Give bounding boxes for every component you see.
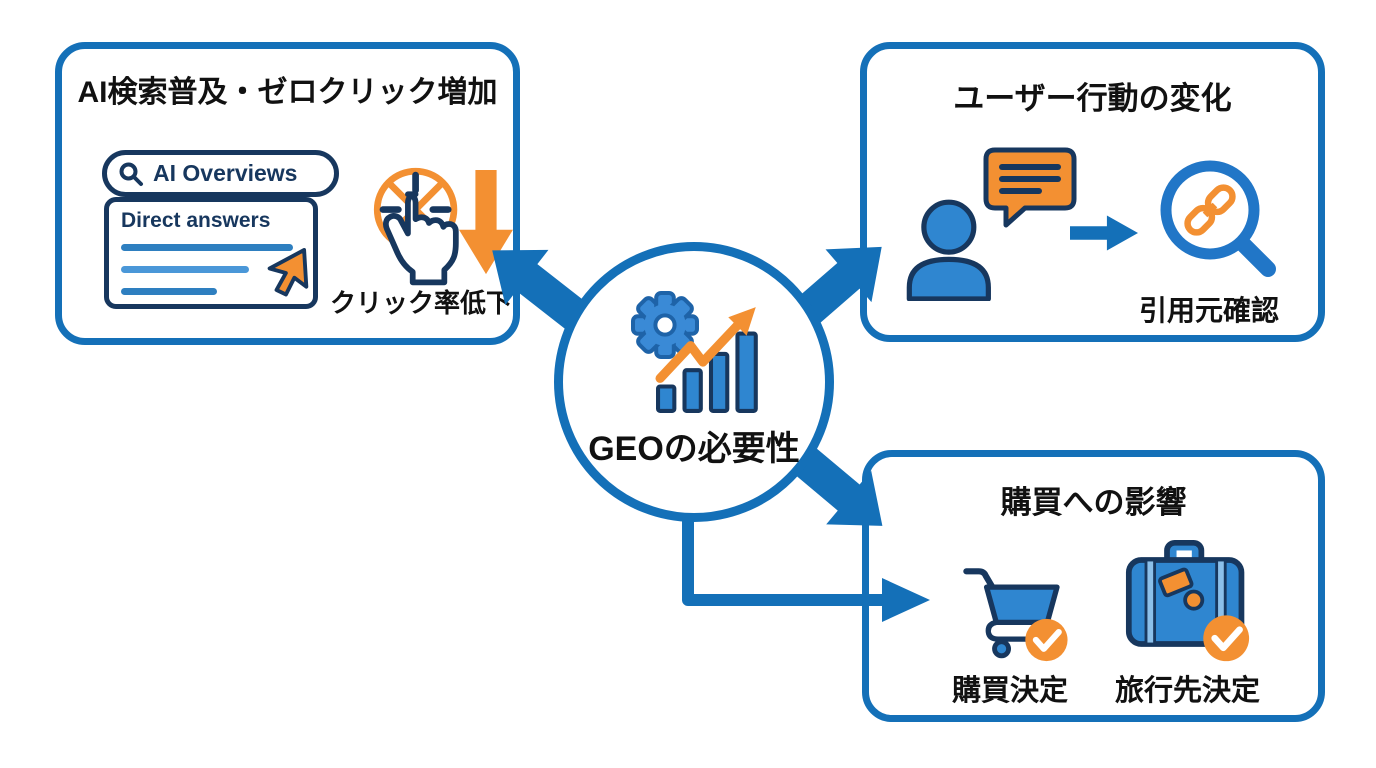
ctr-decline-caption: クリック率低下 <box>330 288 513 318</box>
geo-center-label: GEOの必要性 <box>588 430 800 468</box>
magnifier-link-icon <box>1160 160 1276 277</box>
travel-decision-label: 旅行先決定 <box>1115 675 1261 707</box>
growth-chart-icon <box>655 307 758 413</box>
geo-center-circle: GEOの必要性 <box>554 242 834 522</box>
purchase-decision-label: 購買決定 <box>952 675 1069 707</box>
answer-text-line <box>121 266 249 273</box>
direct-answers-title: Direct answers <box>121 209 271 232</box>
cursor-icon <box>267 248 309 297</box>
search-icon <box>119 162 143 186</box>
right-arrow-icon <box>1070 215 1138 251</box>
user-behavior-panel: ユーザー行動の変化 引用元確認 <box>860 42 1325 342</box>
chat-bubble-icon <box>983 147 1077 228</box>
gear-icon <box>631 291 699 359</box>
user-behavior-panel-title: ユーザー行動の変化 <box>953 81 1232 116</box>
elbow-connector-line <box>682 506 884 606</box>
purchase-impact-panel: 購買への影響 購買決定 旅行先決定 <box>862 450 1325 722</box>
cart-icon <box>963 568 1068 662</box>
suitcase-icon <box>1125 539 1250 662</box>
person-icon <box>906 199 991 301</box>
ai-search-panel: AI検索普及・ゼロクリック増加 AI Overviews Direct answ… <box>55 42 520 345</box>
down-arrow-icon <box>459 170 513 275</box>
citation-check-caption: 引用元確認 <box>1139 295 1280 326</box>
ai-search-panel-title: AI検索普及・ゼロクリック増加 <box>77 76 498 109</box>
ai-overviews-label: AI Overviews <box>153 160 298 186</box>
check-icon <box>1025 618 1068 662</box>
answer-text-line <box>121 244 293 251</box>
answer-text-line <box>121 288 217 295</box>
no-click-icon <box>373 167 459 286</box>
ai-overviews-search-bar: AI Overviews <box>102 150 339 197</box>
purchase-impact-panel-title: 購買への影響 <box>1000 485 1187 520</box>
check-icon <box>1203 615 1250 662</box>
